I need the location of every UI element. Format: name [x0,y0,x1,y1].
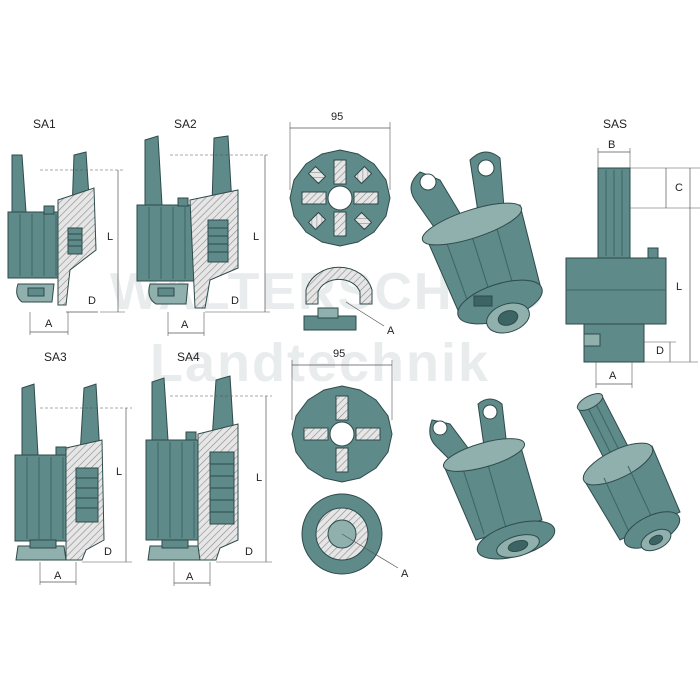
dim-sa4-l: L [256,472,263,484]
label-sa1: SA1 [33,117,56,131]
star-hub-bottom-drawing [291,360,399,575]
dim-95-top: 95 [331,111,344,123]
yoke-sas-drawing [565,148,700,388]
dim-sas-a: A [609,370,617,382]
yoke-sa2-drawing [136,135,270,336]
label-sa4: SA4 [177,350,200,364]
dim-sa2-d: D [231,295,239,307]
yoke-3d-bottom-drawing [429,398,556,560]
dim-sas-b: B [608,139,616,151]
dim-sas-l: L [676,281,683,293]
yoke-sa3-drawing [14,383,132,585]
dim-hub-bottom-a: A [401,568,409,580]
dim-sa3-d: D [104,546,112,558]
label-sas: SAS [603,117,628,131]
label-sa2: SA2 [174,117,197,131]
watermark-line2: Landtechnik [150,333,491,393]
star-hub-top-drawing [289,122,391,331]
dim-sas-d: D [656,345,664,357]
dim-hub-top-a: A [387,325,395,337]
dim-sa3-l: L [116,466,123,478]
dim-sa4-a: A [186,571,194,583]
dim-sa1-d: D [88,295,96,307]
dim-95-bottom: 95 [333,348,346,360]
dim-sa3-a: A [54,570,62,582]
yoke-sa4-drawing [145,375,272,586]
dim-sas-c: C [675,182,683,194]
yoke-sas-3d-drawing [576,393,681,552]
dim-sa4-d: D [245,546,253,558]
yoke-3d-top-drawing [410,151,543,334]
dim-sa2-l: L [253,231,260,243]
dim-sa2-a: A [181,319,189,331]
dim-sa1-a: A [45,318,53,330]
yoke-sa1-drawing [7,151,125,335]
label-sa3: SA3 [44,350,67,364]
dim-sa1-l: L [107,231,114,243]
